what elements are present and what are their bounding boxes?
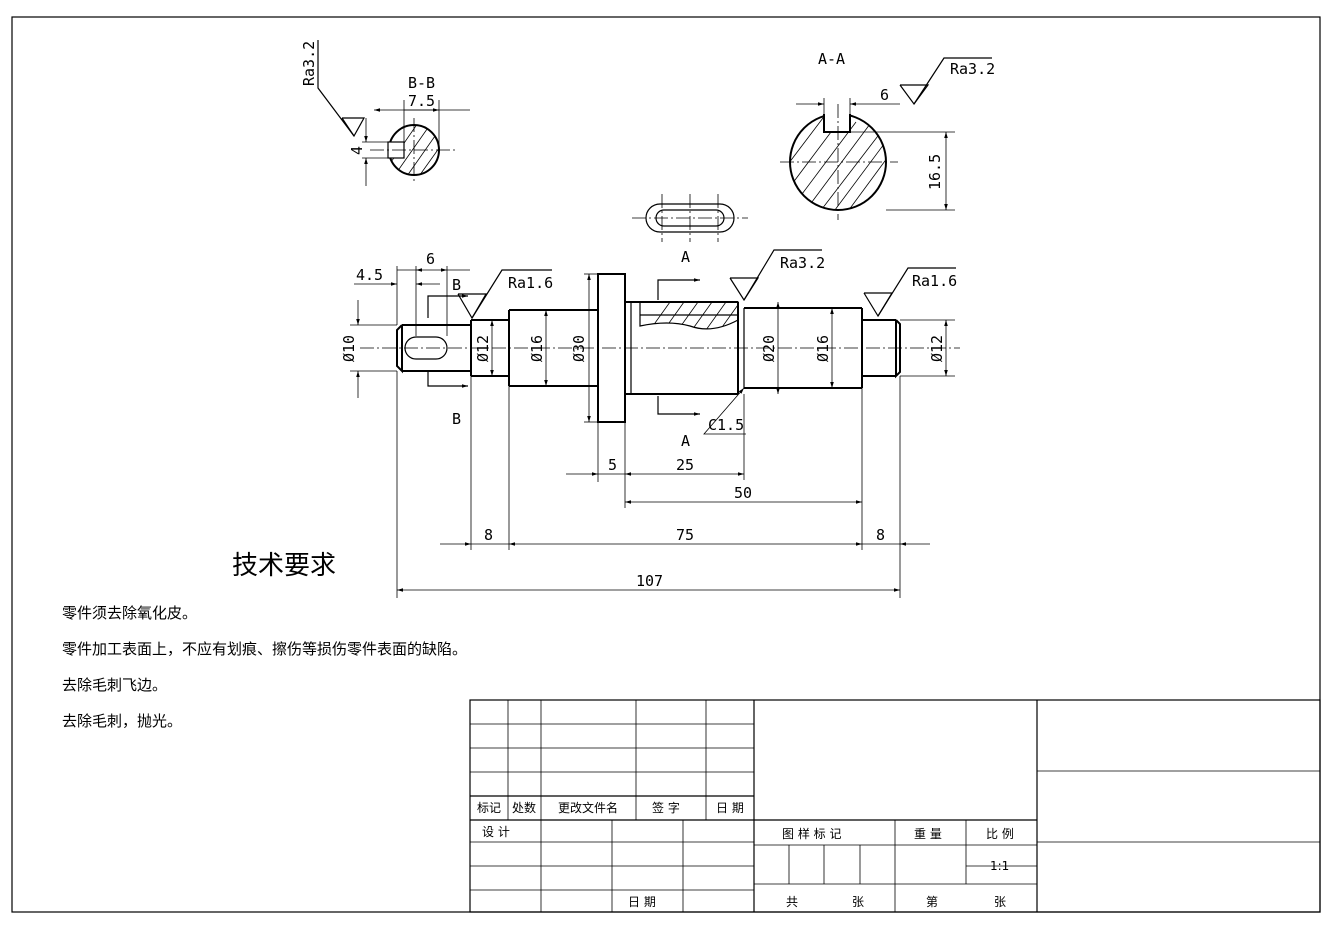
shaft-main-view: A A B B (360, 248, 960, 450)
shaft-diameter-dims: Ø10 Ø12 Ø16 Ø30 Ø20 Ø16 Ø12 (340, 273, 955, 423)
sheet-border (11, 16, 1321, 913)
section-aa-label: A-A (818, 50, 845, 68)
dim-6: 6 (426, 250, 435, 268)
dim-phi12-left: Ø12 (474, 335, 492, 362)
dim-8-right: 8 (876, 526, 885, 544)
tech-requirements: 技术要求 零件须去除氧化皮。 零件加工表面上，不应有划痕、擦伤等损伤零件表面的缺… (62, 551, 467, 730)
dim-16-5: 16.5 (926, 154, 944, 190)
dim-6-aa: 6 (880, 86, 889, 104)
dim-phi10: Ø10 (340, 335, 358, 362)
dim-phi16-left: Ø16 (528, 335, 546, 362)
tech-line-3: 去除毛刺飞边。 (62, 676, 167, 694)
dim-phi12-right: Ø12 (928, 335, 946, 362)
tech-line-2: 零件加工表面上，不应有划痕、擦伤等损伤零件表面的缺陷。 (62, 640, 467, 658)
tb-drawing-mark: 图 样 标 记 (782, 826, 841, 841)
keyway-view (632, 194, 748, 242)
shaft-roughness: Ra1.6 Ra3.2 Ra1.6 (457, 249, 957, 320)
section-aa: A-A 6 16.5 Ra3.2 (780, 50, 995, 220)
tb-sheets2: 张 (994, 895, 1006, 909)
dim-phi20: Ø20 (760, 335, 778, 362)
roughness-mid: Ra3.2 (780, 254, 825, 272)
tb-weight: 重 量 (914, 827, 942, 841)
tb-mark: 标记 (477, 801, 501, 815)
tb-total: 共 (786, 895, 798, 909)
dim-25: 25 (676, 456, 694, 474)
cut-a-top: A (681, 248, 690, 266)
shaft-length-dims: 5 25 50 8 75 8 107 (396, 371, 930, 598)
tb-date2: 日 期 (628, 895, 656, 909)
tb-sheet-no: 第 (926, 895, 938, 909)
chamfer-callout: C1.5 (703, 387, 746, 435)
dim-7-5: 7.5 (408, 92, 435, 110)
cut-b-top: B (452, 276, 461, 294)
tb-zone: 处数 (512, 800, 536, 815)
dim-phi16-right: Ø16 (814, 335, 832, 362)
title-block: 标记 处数 更改文件名 签 字 日 期 设 计 日 期 图 样 标 记 重 量 … (469, 699, 1321, 913)
tb-sheets: 张 (852, 895, 864, 909)
tb-design: 设 计 (482, 825, 510, 839)
tech-line-1: 零件须去除氧化皮。 (62, 604, 197, 622)
section-bb: B-B 7.5 4 Ra3.2 (300, 40, 470, 186)
dim-8-left: 8 (484, 526, 493, 544)
shaft-top-dims: 4.5 6 (354, 250, 470, 336)
dim-5: 5 (608, 456, 617, 474)
roughness-bb: Ra3.2 (300, 41, 318, 86)
tb-scale-label: 比 例 (986, 827, 1014, 841)
tb-date: 日 期 (716, 801, 744, 815)
dim-chamfer: C1.5 (708, 416, 744, 434)
dim-4: 4 (348, 146, 366, 155)
dim-4-5: 4.5 (356, 266, 383, 284)
dim-50: 50 (734, 484, 752, 502)
tech-title: 技术要求 (232, 551, 336, 581)
dim-75: 75 (676, 526, 694, 544)
tb-sign: 签 字 (652, 800, 680, 815)
tb-change-doc: 更改文件名 (558, 800, 618, 815)
section-bb-label: B-B (408, 74, 435, 92)
tech-line-4: 去除毛刺，抛光。 (62, 712, 182, 730)
dim-phi30: Ø30 (570, 335, 588, 362)
cut-a-bottom: A (681, 432, 690, 450)
tb-scale-value: 1:1 (990, 859, 1009, 873)
roughness-right: Ra1.6 (912, 272, 957, 290)
cut-b-bottom: B (452, 410, 461, 428)
roughness-aa: Ra3.2 (950, 60, 995, 78)
roughness-left: Ra1.6 (508, 274, 553, 292)
dim-107: 107 (636, 572, 663, 590)
